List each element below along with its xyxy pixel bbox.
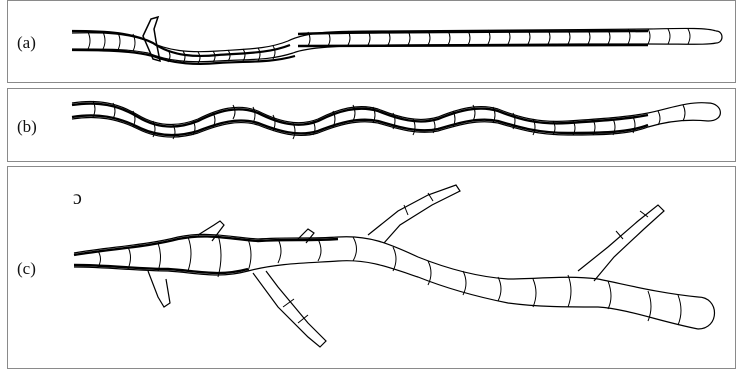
worm-outline-c <box>8 167 737 370</box>
panel-c: (c) ɔ <box>7 166 736 369</box>
panel-a: (a) <box>7 0 736 83</box>
panel-b: (b) <box>7 88 736 162</box>
worm-outline-b <box>8 89 737 163</box>
worm-outline-a <box>8 1 737 84</box>
